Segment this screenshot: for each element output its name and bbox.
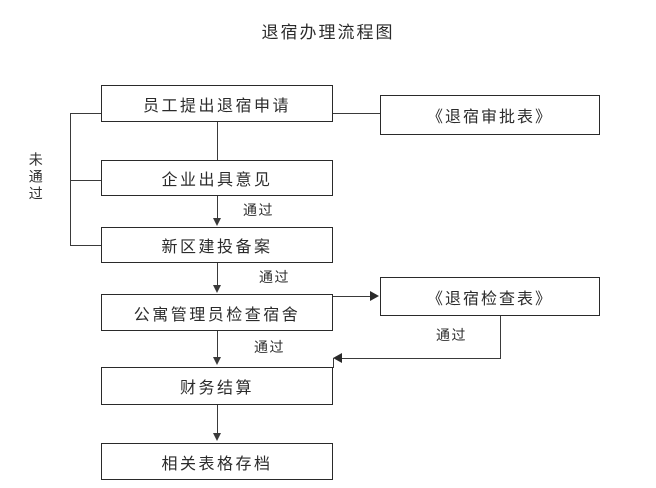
arrowhead-opinion-to-record (213, 218, 221, 226)
connector-application-to-approval-form (333, 113, 380, 114)
arrowhead-settlement-to-archive (213, 433, 221, 441)
connector-settlement-to-archive-line (217, 405, 218, 435)
arrowhead-inspection-to-inspection-form (370, 291, 379, 301)
node-company-issues-opinion[interactable]: 企业出具意见 (101, 160, 333, 196)
node-new-district-filing[interactable]: 新区建投备案 (101, 227, 333, 263)
return-path-drop-into-settlement (333, 358, 334, 368)
node-employee-submits-application[interactable]: 员工提出退宿申请 (101, 85, 333, 122)
arrowhead-return-to-settlement (333, 353, 342, 363)
node-dorm-manager-inspects-room[interactable]: 公寓管理员检查宿舍 (101, 294, 333, 331)
edge-label-approved-2: 通过 (259, 270, 290, 286)
edge-label-approved-4: 通过 (436, 328, 467, 344)
arrowhead-record-to-inspection (213, 285, 221, 293)
edge-label-rejected: 未通过 (26, 152, 43, 203)
return-path-horizontal (342, 358, 501, 359)
feedback-connector-to-apply (70, 113, 101, 114)
edge-label-approved-3: 通过 (254, 340, 285, 356)
feedback-connector-to-record (70, 245, 101, 246)
connector-inspection-to-inspection-form (333, 296, 371, 297)
node-checkout-approval-form[interactable]: 《退宿审批表》 (380, 95, 600, 135)
node-checkout-inspection-form[interactable]: 《退宿检查表》 (380, 277, 600, 316)
arrowhead-inspection-to-settlement (213, 357, 221, 365)
connector-application-to-opinion (217, 122, 218, 160)
return-path-vertical-from-inspection-form (500, 316, 501, 358)
edge-label-approved-1: 通过 (243, 203, 274, 219)
feedback-connector-to-opinion (70, 180, 101, 181)
connector-inspection-to-settlement-line (217, 331, 218, 359)
node-financial-settlement[interactable]: 财务结算 (101, 367, 333, 405)
feedback-rail-vertical-line (70, 113, 71, 245)
connector-opinion-to-record-line (217, 196, 218, 220)
connector-record-to-inspection-line (217, 263, 218, 287)
node-archive-related-forms[interactable]: 相关表格存档 (101, 443, 333, 480)
page-title: 退宿办理流程图 (261, 23, 395, 43)
